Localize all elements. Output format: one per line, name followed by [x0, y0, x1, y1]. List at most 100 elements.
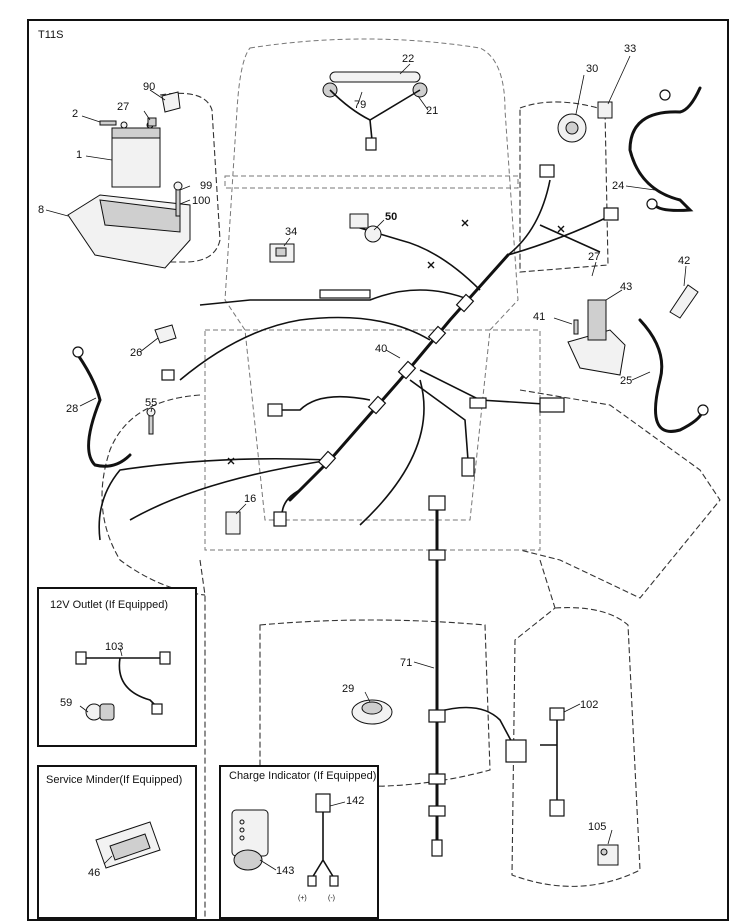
part-label-42: 42: [678, 255, 690, 267]
part-label-105: 105: [588, 821, 606, 833]
ignition-switch: [557, 113, 587, 143]
positive-cable: [628, 86, 702, 212]
harness-branch: [349, 224, 481, 291]
fuse: [154, 324, 177, 344]
page-frame: [27, 19, 729, 921]
cable-eyelet: [697, 404, 709, 416]
part-label-50: 50: [385, 211, 397, 223]
harness-branch: [419, 369, 561, 406]
inset-title-charge-indicator: Charge Indicator (If Equipped): [229, 770, 376, 782]
sheet-code: T11S: [38, 29, 63, 41]
battery-region: [159, 92, 221, 263]
leader-lines: [45, 55, 687, 871]
cable-eyelet: [646, 198, 658, 210]
part-label-41: 41: [533, 311, 545, 323]
harness-branch: [507, 214, 613, 256]
part-label-1: 1: [76, 149, 82, 161]
part-label-90: 90: [143, 81, 155, 93]
inset-title-12v-outlet: 12V Outlet (If Equipped): [50, 599, 168, 611]
harness-branch: [539, 224, 601, 253]
switch-region: [519, 101, 609, 273]
harness-branch: [199, 289, 471, 306]
right-rear-region: [511, 607, 641, 887]
inset-12v-outlet: 12V Outlet (If Equipped): [37, 587, 197, 747]
part-label-59: 59: [60, 697, 72, 709]
frame-outline: [204, 329, 541, 551]
polarity-negative-label: (-): [328, 895, 335, 902]
part-label-28: 28: [66, 403, 78, 415]
part-label-34: 34: [285, 226, 297, 238]
seat-switch: [349, 213, 382, 243]
starter-solenoid: [567, 299, 626, 376]
harness-branch: [129, 459, 331, 521]
solenoid-bolt: [573, 319, 579, 335]
relay: [597, 101, 613, 119]
part-label-79: 79: [354, 99, 366, 111]
part-label-29: 29: [342, 683, 354, 695]
cable-eyelet: [659, 89, 671, 101]
part-label-43: 43: [620, 281, 632, 293]
hood-crossbar: [224, 175, 519, 189]
terminal-boot: [669, 284, 699, 319]
light-switch: [269, 243, 295, 263]
part-label-71: 71: [400, 657, 412, 669]
hood-outline: [224, 38, 519, 521]
harness-cut-mark: [227, 219, 565, 465]
battery-bolt: [99, 120, 117, 126]
inset-charge-indicator: Charge Indicator (If Equipped) (+) (-): [219, 765, 379, 919]
interlock-module: [540, 707, 565, 817]
headlight-assembly: [322, 71, 428, 151]
part-label-26: 26: [130, 347, 142, 359]
part-label-27-solenoid: 27: [588, 251, 600, 263]
part-label-103: 103: [105, 641, 123, 653]
harness-branch: [507, 179, 551, 256]
battery-nut: [147, 117, 157, 127]
part-label-33: 33: [624, 43, 636, 55]
part-label-25: 25: [620, 375, 632, 387]
part-label-102: 102: [580, 699, 598, 711]
battery: [111, 121, 161, 188]
hold-down-bolt: [173, 181, 183, 217]
part-label-24: 24: [612, 180, 624, 192]
rear-harness-branch: [436, 706, 516, 749]
charge-indicator-module: [231, 809, 269, 871]
part-label-27-battery: 27: [117, 101, 129, 113]
power-outlet: [85, 703, 115, 721]
harness-branch: [359, 379, 425, 526]
charge-indicator-harness: [307, 793, 339, 887]
harness-branch: [409, 379, 469, 461]
pto-switch: [351, 699, 393, 725]
part-label-99: 99: [200, 180, 212, 192]
starter-cable: [638, 318, 704, 433]
rear-frame-outline: [199, 559, 556, 920]
part-label-100: 100: [192, 195, 210, 207]
battery-tray: [67, 194, 191, 269]
rear-harness-connector: [428, 495, 527, 857]
inset-service-minder: Service Minder(If Equipped): [37, 765, 197, 919]
part-label-22: 22: [402, 53, 414, 65]
part-label-30: 30: [586, 63, 598, 75]
reverse-switch: [597, 844, 619, 866]
harness-branch: [98, 457, 331, 541]
part-label-46: 46: [88, 867, 100, 879]
cable-eyelet: [72, 346, 84, 358]
part-label-16: 16: [244, 493, 256, 505]
harness-branch: [179, 316, 431, 381]
diode-module: [225, 511, 241, 535]
part-label-55: 55: [145, 397, 157, 409]
part-label-8: 8: [38, 204, 44, 216]
part-label-2: 2: [72, 108, 78, 120]
harness-branch: [280, 395, 371, 411]
part-label-21: 21: [426, 105, 438, 117]
polarity-positive-label: (+): [298, 895, 307, 902]
seat-region: [259, 619, 491, 787]
right-bracket-region: [519, 389, 721, 599]
inset-title-service-minder: Service Minder(If Equipped): [46, 774, 182, 786]
terminal-cover: [161, 91, 181, 113]
part-label-143: 143: [276, 865, 294, 877]
part-label-40: 40: [375, 343, 387, 355]
part-labels: 1 2 8 16 21 22 24 25 26 27 27 28 29 30 3…: [38, 43, 690, 879]
part-label-142: 142: [346, 795, 364, 807]
harness-connector: [161, 164, 619, 527]
